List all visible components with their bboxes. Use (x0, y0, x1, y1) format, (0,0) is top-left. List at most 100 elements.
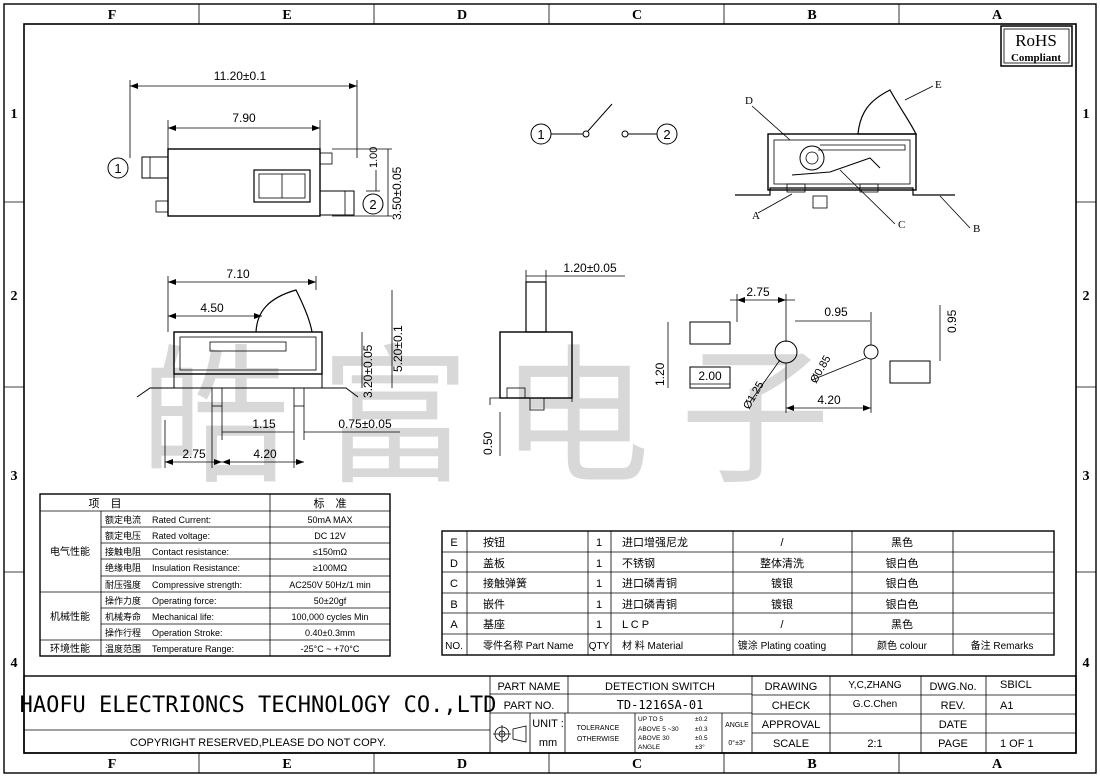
parts-cell: L C P (622, 619, 649, 631)
svg-text:E: E (935, 79, 942, 91)
spec-row-cn: 操作力度 (105, 595, 141, 606)
parts-cell: 黑色 (891, 617, 913, 631)
svg-text:1: 1 (114, 161, 121, 176)
svg-text:2: 2 (369, 197, 376, 212)
part-no-value: TD-1216SA-01 (617, 698, 704, 712)
svg-text:C: C (898, 219, 905, 231)
dim-side-actuator: 1.20±0.05 (563, 261, 617, 275)
spec-group-label: 电气性能 (50, 545, 90, 558)
spec-row-cn: 绝缘电阻 (105, 562, 141, 573)
svg-text:B: B (973, 223, 980, 235)
projection-symbol-icon (493, 725, 527, 743)
svg-text:SCALE: SCALE (773, 738, 809, 750)
svg-text:±0.2: ±0.2 (695, 716, 708, 723)
col-label-bottom: B (807, 757, 816, 772)
col-label-bottom: C (632, 757, 642, 772)
svg-text:PAGE: PAGE (938, 738, 968, 750)
spec-group-label: 机械性能 (50, 610, 90, 623)
section-view: D E A C B (735, 79, 980, 235)
dim-pad-dim: 0.95 (824, 305, 848, 319)
parts-cell: D (450, 558, 458, 570)
copyright-notice: COPYRIGHT RESERVED,PLEASE DO NOT COPY. (130, 737, 386, 749)
parts-header-cell: QTY (589, 641, 610, 652)
svg-text:A1: A1 (1000, 700, 1013, 712)
svg-text:ABOVE 5 ~30: ABOVE 5 ~30 (638, 726, 679, 733)
spec-row-cn: 操作行程 (105, 627, 141, 638)
dim-actuator-offset: 7.90 (232, 111, 256, 125)
parts-cell: 1 (596, 599, 602, 611)
spec-row-value: 50mA MAX (307, 515, 352, 525)
svg-text:0°±3°: 0°±3° (728, 739, 745, 747)
dim-actuator-width: 1.00 (368, 147, 380, 168)
spec-row-cn: 温度范围 (105, 643, 141, 654)
rohs-subtitle: Compliant (1011, 52, 1061, 64)
svg-text:REV.: REV. (941, 700, 966, 712)
parts-cell: 镀银 (771, 576, 793, 590)
svg-text:A: A (752, 210, 760, 222)
spec-row-value: 0.40±0.3mm (305, 628, 355, 638)
dim-total-height: 5.20±0.1 (391, 325, 405, 372)
parts-cell: 进口磷青铜 (622, 597, 677, 611)
spec-row-cn: 额定电压 (105, 530, 141, 541)
top-view: 1 2 11.20±0.1 7.90 1.00 3.50±0.05 (107, 69, 404, 220)
parts-header-cell: 材 料 Material (622, 639, 683, 652)
dim-overall-length: 11.20±0.1 (214, 69, 267, 83)
part-name-value: DETECTION SWITCH (605, 681, 715, 693)
col-label-top: C (632, 8, 642, 23)
col-label-top: A (992, 8, 1003, 23)
dim-body-height: 3.20±0.05 (361, 344, 375, 398)
side-view: 1.20±0.05 0.50 (481, 261, 625, 456)
svg-text:±0.5: ±0.5 (695, 735, 708, 742)
svg-text:PART NAME: PART NAME (498, 681, 561, 693)
spec-group-label: 环境性能 (50, 642, 90, 655)
col-label-top: B (807, 8, 816, 23)
col-label-top: F (108, 8, 117, 23)
company-name: HAOFU ELECTRIONCS TECHNOLOGY CO.,LTD (20, 693, 497, 718)
spec-row-en: Rated voltage: (152, 531, 210, 541)
svg-text:±3°: ±3° (695, 743, 705, 751)
dim-pad-vert: 0.95 (945, 309, 959, 333)
svg-text:ANGLE: ANGLE (638, 744, 661, 751)
row-label-left: 4 (11, 656, 18, 671)
spec-row-cn: 耐压强度 (105, 579, 141, 590)
svg-text:UNIT :: UNIT : (532, 718, 564, 730)
spec-row-en: Operating force: (152, 596, 217, 606)
spec-row-cn: 机械寿命 (105, 611, 141, 622)
svg-text:SBICL: SBICL (1000, 679, 1032, 691)
parts-header-cell: 备注 Remarks (971, 639, 1034, 652)
dim-tab-width: 0.75±0.05 (338, 417, 392, 431)
spec-row-value: ≤150mΩ (313, 547, 347, 557)
spec-row-value: 50±20gf (314, 596, 347, 606)
parts-cell: 不锈钢 (622, 557, 655, 570)
front-view: 7.10 4.50 3.20±0.05 5.20±0.1 1.15 0.75±0… (136, 267, 405, 468)
parts-cell: 1 (596, 619, 602, 631)
parts-cell: 嵌件 (483, 598, 505, 611)
parts-cell: / (780, 619, 784, 631)
spec-row-en: Operation Stroke: (152, 628, 223, 638)
dim-actuator-span: 7.10 (226, 267, 250, 281)
parts-cell: C (450, 578, 458, 590)
parts-cell: 接触弹簧 (483, 576, 527, 590)
svg-text:Y,C,ZHANG: Y,C,ZHANG (848, 680, 901, 691)
svg-text:APPROVAL: APPROVAL (762, 719, 821, 731)
dim-pad-height: 1.20 (653, 362, 667, 386)
dim-foot-height: 0.50 (481, 431, 495, 455)
parts-cell: 基座 (483, 617, 505, 631)
parts-cell: E (450, 537, 457, 549)
spec-row-cn: 额定电流 (105, 514, 141, 525)
parts-header-cell: 镀涂 Plating coating (738, 639, 826, 652)
watermark: 皓富电子 (140, 332, 860, 506)
parts-header-cell: NO. (445, 641, 463, 652)
svg-text:2: 2 (663, 127, 670, 142)
dim-hole-pitch: 4.20 (817, 393, 841, 407)
svg-text:2:1: 2:1 (867, 738, 882, 750)
row-label-left: 2 (11, 289, 18, 304)
dim-pin-gap: 1.15 (252, 417, 276, 431)
svg-text:mm: mm (539, 737, 557, 749)
svg-text:1: 1 (537, 127, 544, 142)
spec-row-en: Compressive strength: (152, 580, 242, 590)
